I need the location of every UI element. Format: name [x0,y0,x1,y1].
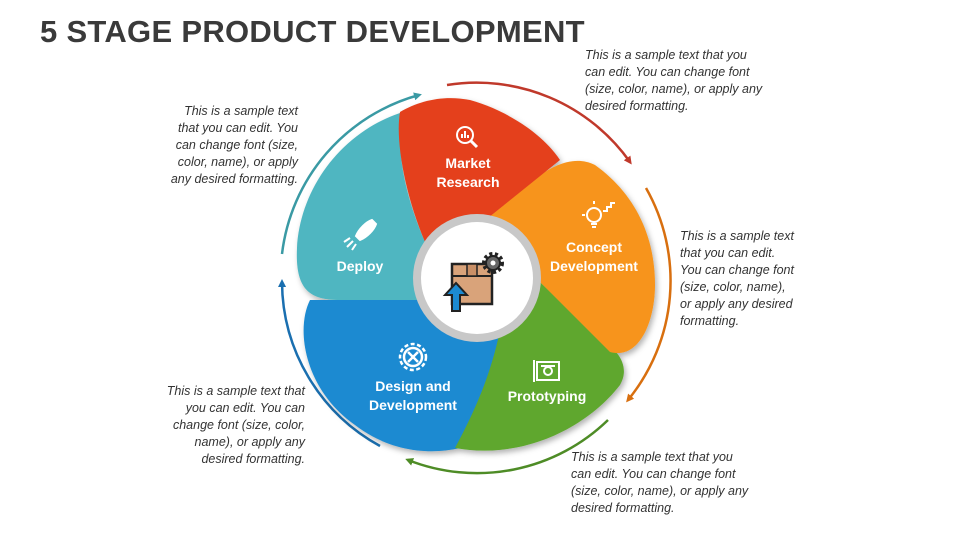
blueprint-icon [533,360,560,382]
stage-label-deploy: Deploy [337,258,384,274]
gear-tools-icon [398,342,428,372]
stage-label-concept-line2: Development [550,258,638,274]
stage-label-market-line2: Research [436,174,499,190]
cycle-arrow-green [405,419,609,475]
segment-market-research [398,98,560,242]
note-deploy: This is a sample text that you can edit.… [170,104,298,186]
stage-label-market-line1: Market [445,155,490,171]
note-market-research: This is a sample text that you can edit.… [585,48,763,113]
stage-label-prototyping: Prototyping [508,388,587,404]
cycle-arrow-orange [626,187,672,403]
cycle-arrow-blue [278,279,381,448]
page-title: 5 STAGE PRODUCT DEVELOPMENT [40,14,585,49]
segment-design-development [303,300,500,452]
segment-deploy [296,112,425,300]
note-design-development: This is a sample text that you can edit.… [166,384,305,466]
note-prototyping: This is a sample text that you can edit.… [571,450,749,515]
segment-prototyping [455,282,624,451]
stage-label-concept-line1: Concept [566,239,622,255]
cycle-arrow-teal [280,92,422,255]
magnifier-chart-icon [456,126,479,149]
cycle-arrow-red [446,81,632,165]
note-concept-development: This is a sample text that you can edit.… [680,229,794,328]
stage-label-design-line2: Development [369,397,457,413]
segment-concept-development [488,160,655,354]
stage-label-design-line1: Design and [375,378,450,394]
rocket-icon [343,218,378,251]
box-with-gear-icon [442,252,504,312]
lightbulb-stairs-icon [582,201,615,228]
